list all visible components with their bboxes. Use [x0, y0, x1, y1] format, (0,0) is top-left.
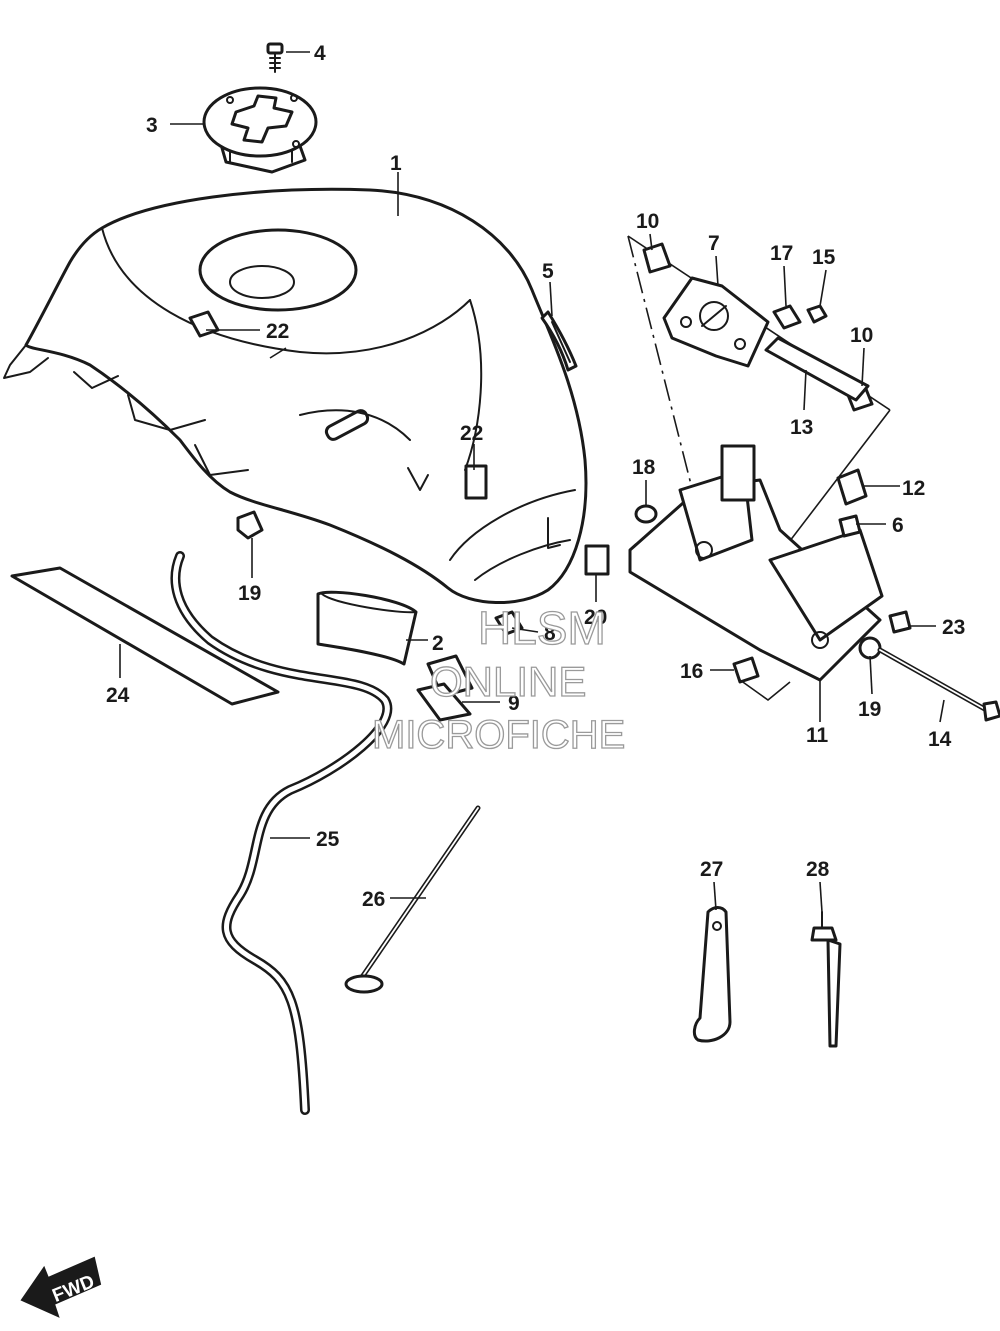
leader-lines: [119, 51, 945, 913]
part-1-fuel-tank: [3, 187, 588, 605]
part-4-bolt: [266, 42, 284, 73]
part-25-band: [810, 911, 842, 1048]
part-26-sheet: [10, 566, 280, 706]
callout-17: 18: [632, 456, 656, 479]
part-5-cushion: [540, 310, 578, 372]
callout-8: 8: [544, 622, 556, 645]
part-9-clip: [416, 654, 474, 722]
callout-20: 19: [238, 582, 261, 605]
watermark-line-3: MICROFICHE: [372, 713, 625, 757]
callout-11: 11: [806, 724, 829, 747]
callout-16: 15: [812, 246, 836, 269]
callout-1: 1: [390, 152, 402, 175]
callout-27: 25: [316, 828, 340, 851]
callout-21: 20: [584, 606, 607, 629]
callout-25: 28: [806, 858, 830, 881]
callout-15: 16: [680, 660, 703, 683]
bracket-assembly: [627, 235, 1000, 722]
callout-3: 3: [146, 114, 158, 137]
callout-19: 17: [770, 242, 793, 265]
watermark: HLSM ONLINE MICROFICHE: [371, 601, 626, 757]
part-24-clamp: [692, 906, 732, 1043]
part-27-hose: [170, 551, 393, 1115]
part-3-fuel-cap: [202, 86, 318, 174]
callout-14: 14: [928, 728, 952, 751]
callout-22b: 22: [460, 422, 483, 445]
callout-23: 23: [942, 616, 965, 639]
callout-2: 2: [432, 632, 444, 655]
callout-13: 13: [790, 416, 813, 439]
part-28-drain-tube: [344, 805, 481, 994]
callout-5: 5: [542, 260, 554, 283]
callout-28: 26: [362, 888, 385, 911]
callout-24: 27: [700, 858, 723, 881]
callout-10b: 10: [850, 324, 873, 347]
callout-9: 9: [508, 692, 520, 715]
watermark-line-1: HLSM: [478, 602, 606, 654]
callout-26: 24: [106, 684, 130, 707]
callout-18: 19: [858, 698, 881, 721]
callout-4: 4: [314, 42, 326, 65]
callout-numbers: 4 3 1 5 22 22 19 20 24 2 8 9 25 26 10 7 …: [106, 42, 965, 911]
part-20-damper: [236, 510, 264, 540]
callout-12: 12: [902, 477, 925, 500]
callout-10a: 10: [636, 210, 659, 233]
part-21-pad: [584, 544, 610, 576]
callout-6: 6: [892, 514, 904, 537]
fwd-arrow-icon: FWD: [20, 1256, 102, 1318]
part-2-sleeve: [316, 590, 418, 666]
watermark-line-2: ONLINE: [430, 658, 586, 705]
callout-22a: 22: [266, 320, 289, 343]
callout-7: 7: [708, 232, 720, 255]
